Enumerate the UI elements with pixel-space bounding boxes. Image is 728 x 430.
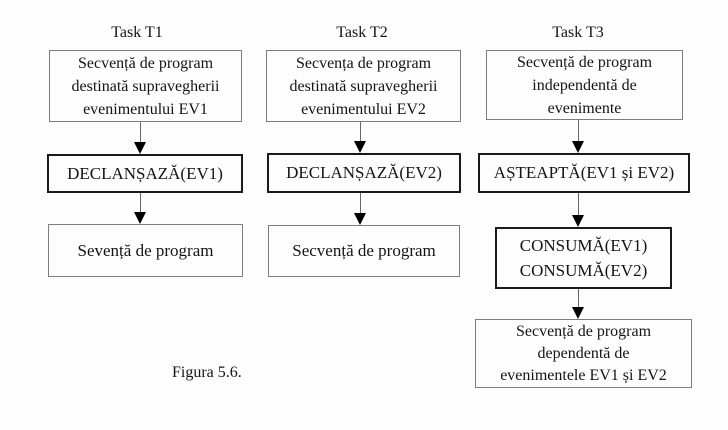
box-text-line: evenimentului EV1 (83, 100, 208, 118)
task-t1-declansaza-box: DECLANȘAZĂ(EV1) (47, 154, 243, 193)
box-text-line: Secvență de program (516, 53, 653, 71)
arrow-down-icon (572, 193, 585, 227)
arrow-head (134, 212, 146, 224)
task-t1-title: Task T1 (111, 24, 163, 41)
arrow-stem (578, 120, 579, 145)
task-t2-sequence-box: Secvență de program (268, 225, 460, 277)
task-t1-monitor-sequence-box: Secvență de program destinată supraveghe… (49, 50, 242, 122)
arrow-stem (140, 193, 141, 216)
arrow-down-icon (134, 122, 147, 154)
arrow-head (354, 213, 366, 225)
arrow-stem (360, 122, 361, 145)
figure-caption: Figura 5.6. (172, 364, 242, 381)
arrow-head (134, 142, 146, 154)
arrow-head (354, 141, 366, 153)
box-text-line: CONSUMĂ(EV2) (519, 261, 648, 280)
box-text-line: Secvență de program (77, 54, 214, 72)
task-t1-sequence-box: Sevență de program (48, 224, 243, 277)
box-text-line: destinată supravegherii (71, 77, 220, 95)
box-text-line: DECLANȘAZĂ(EV1) (67, 163, 223, 183)
box-text-line: evenimente (547, 99, 622, 117)
arrow-down-icon (354, 122, 367, 153)
box-text-line: dependentă de (537, 344, 630, 362)
arrow-stem (578, 193, 579, 219)
arrow-stem (140, 122, 141, 146)
box-text-line: Sevență de program (77, 240, 214, 260)
arrow-head (572, 307, 584, 319)
arrow-stem (578, 289, 579, 311)
arrow-stem (360, 193, 361, 217)
box-text-line: Secvență de program (292, 241, 436, 260)
box-text-line: Secvență de program (515, 322, 652, 340)
arrow-head (572, 215, 584, 227)
task-t3-consuma-box: CONSUMĂ(EV1) CONSUMĂ(EV2) (495, 227, 672, 289)
arrow-down-icon (354, 193, 367, 225)
box-text-line: DECLANȘAZĂ(EV2) (286, 163, 442, 182)
task-t3-independent-sequence-box: Secvență de program independentă de even… (486, 50, 683, 120)
arrow-head (572, 141, 584, 153)
box-text-line: evenimentele EV1 și EV2 (500, 366, 667, 384)
box-text-line: Secvența de program (295, 54, 432, 72)
box-text-line: AȘTEAPTĂ(EV1 și EV2) (493, 163, 675, 182)
box-text-line: CONSUMĂ(EV1) (519, 236, 648, 255)
task-t2-title: Task T2 (336, 24, 388, 41)
task-t2-monitor-sequence-box: Secvența de program destinată supraveghe… (266, 50, 461, 122)
task-t2-declansaza-box: DECLANȘAZĂ(EV2) (267, 153, 461, 193)
box-text-line: independentă de (532, 76, 637, 94)
arrow-down-icon (134, 193, 147, 224)
box-text-line: destinată supravegherii (289, 77, 438, 95)
arrow-down-icon (572, 120, 585, 153)
task-t3-dependent-sequence-box: Secvență de program dependentă de evenim… (475, 319, 692, 388)
arrow-down-icon (572, 289, 585, 319)
box-text-line: evenimentului EV2 (301, 100, 426, 118)
task-t3-title: Task T3 (552, 24, 604, 41)
task-t3-asteapta-box: AȘTEAPTĂ(EV1 și EV2) (478, 153, 690, 193)
